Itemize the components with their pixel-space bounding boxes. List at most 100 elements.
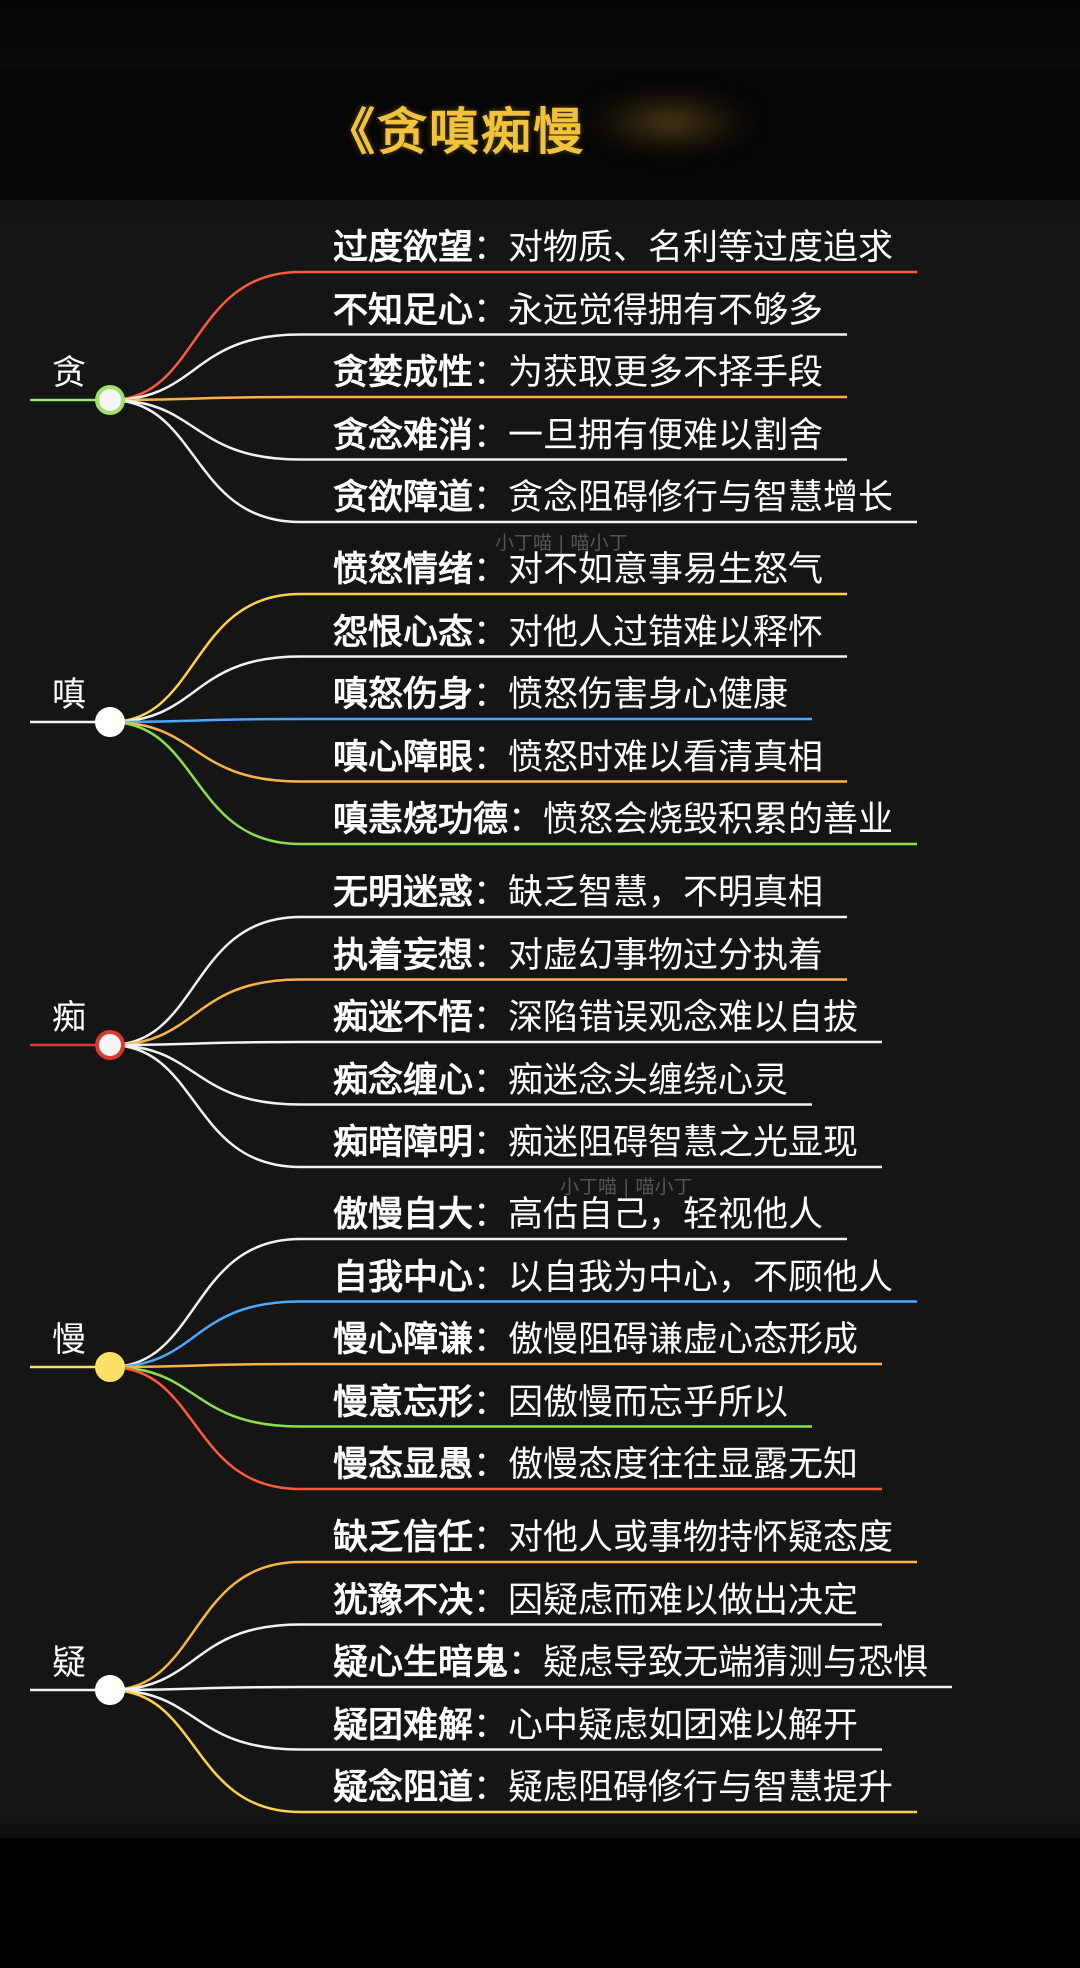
branch-label: 嗔恚烧功德：愤怒会烧毁积累的善业: [333, 795, 893, 845]
branch-label: 痴暗障明：痴迷阻碍智慧之光显现: [333, 1118, 858, 1168]
branch-line: [109, 720, 847, 783]
branch-separator: ：: [473, 935, 509, 976]
branch-term: 痴念缠心: [333, 1060, 474, 1101]
branch-label: 痴念缠心：痴迷念头缠绕心灵: [333, 1056, 788, 1106]
branch-line: [109, 1623, 882, 1692]
branch-line: [109, 717, 812, 724]
branch-separator: ：: [473, 1382, 509, 1423]
branch-description: 对不如意事易生怒气: [508, 550, 824, 590]
branch-line: [109, 1365, 882, 1491]
branch-description: 永远觉得拥有不够多: [508, 290, 824, 331]
branch-line: [109, 655, 847, 724]
branch-term: 痴暗障明: [333, 1123, 474, 1163]
group-node-circle: [95, 385, 125, 415]
branch-separator: ：: [473, 353, 509, 393]
watermark: 小丁喵 | 喵小丁: [495, 532, 628, 554]
branch-label: 嗔心障眼：愤怒时难以看清真相: [333, 733, 823, 783]
branch-term: 愤怒情绪: [333, 550, 474, 590]
branch-line: [109, 978, 847, 1047]
branch-line: [109, 1040, 882, 1047]
branch-term: 缺乏信任: [333, 1518, 474, 1558]
branch-term: 执着妄想: [333, 935, 474, 976]
branch-separator: ：: [473, 415, 509, 456]
branch-term: 痴迷不悟: [333, 998, 474, 1038]
branch-line: [109, 1043, 812, 1106]
branch-label: 贪婪成性：为获取更多不择手段: [333, 348, 823, 398]
branch-description: 一旦拥有便难以割舍: [508, 415, 824, 456]
branch-term: 疑念阻道: [333, 1768, 474, 1808]
branch-description: 以自我为中心，不顾他人: [508, 1257, 894, 1298]
branch-separator: ：: [473, 1580, 509, 1621]
branch-term: 疑心生暗鬼: [333, 1643, 509, 1683]
branch-line: [109, 333, 847, 402]
branch-separator: ：: [473, 1195, 509, 1235]
branch-line: [109, 398, 847, 461]
branch-label: 慢心障谦：傲慢阻碍谦虚心态形成: [333, 1315, 858, 1365]
branch-description: 高估自己，轻视他人: [508, 1195, 824, 1235]
branch-separator: ：: [508, 800, 544, 840]
branch-line: [109, 270, 917, 402]
group-node-circle: [95, 707, 125, 737]
branch-term: 傲慢自大: [333, 1195, 474, 1235]
branch-term: 疑团难解: [333, 1705, 474, 1746]
branch-label: 嗔怒伤身：愤怒伤害身心健康: [333, 670, 788, 720]
group-root-label: 嗔: [52, 675, 86, 715]
branch-separator: ：: [473, 612, 509, 653]
title-band: [0, 70, 1080, 200]
branch-term: 无明迷惑: [333, 873, 474, 913]
branch-term: 怨恨心态: [333, 612, 474, 653]
branch-separator: ：: [473, 1768, 509, 1808]
branch-label: 过度欲望：对物质、名利等过度追求: [333, 223, 893, 273]
branch-separator: ：: [473, 1518, 509, 1558]
branch-separator: ：: [473, 1123, 509, 1163]
group-node-circle: [95, 1675, 125, 1705]
group-root-label: 贪: [52, 353, 86, 393]
branch-description: 因疑虑而难以做出决定: [508, 1580, 859, 1621]
branch-term: 嗔心障眼: [333, 737, 474, 778]
branch-description: 痴迷阻碍智慧之光显现: [508, 1123, 859, 1163]
branch-label: 贪欲障道：贪念阻碍修行与智慧增长: [333, 473, 893, 523]
title-blur-overlay: [585, 86, 755, 158]
branch-term: 嗔恚烧功德: [333, 800, 509, 840]
branch-separator: ：: [473, 1445, 509, 1485]
branch-description: 疑虑导致无端猜测与恐惧: [543, 1643, 929, 1683]
branch-separator: ：: [473, 1257, 509, 1298]
branch-label: 自我中心：以自我为中心，不顾他人: [333, 1253, 893, 1303]
branch-label: 无明迷惑：缺乏智慧，不明真相: [333, 868, 823, 918]
branch-line: [109, 1237, 847, 1369]
branch-line: [109, 592, 847, 724]
branch-label: 不知足心：永远觉得拥有不够多: [333, 286, 823, 336]
branch-separator: ：: [473, 737, 509, 778]
branch-separator: ：: [473, 478, 509, 518]
branch-label: 痴迷不悟：深陷错误观念难以自拔: [333, 993, 858, 1043]
group-node-circle: [95, 1030, 125, 1060]
branch-description: 疑虑阻碍修行与智慧提升: [508, 1768, 894, 1808]
branch-label: 贪念难消：一旦拥有便难以割舍: [333, 411, 823, 461]
branch-description: 傲慢阻碍谦虚心态形成: [508, 1320, 859, 1360]
branch-separator: ：: [473, 1705, 509, 1746]
branch-description: 愤怒时难以看清真相: [508, 737, 824, 778]
branch-line: [109, 720, 917, 846]
branch-description: 愤怒伤害身心健康: [508, 675, 789, 715]
branch-description: 对他人过错难以释怀: [508, 612, 824, 653]
branch-line: [109, 1688, 882, 1751]
branch-description: 对物质、名利等过度追求: [508, 228, 894, 268]
branch-label: 慢意忘形：因傲慢而忘乎所以: [333, 1378, 788, 1428]
group-root-label: 慢: [52, 1320, 86, 1360]
bottom-band: [0, 1838, 1080, 1968]
branch-line: [109, 1043, 882, 1169]
group-root-label: 疑: [52, 1643, 86, 1683]
branch-term: 不知足心: [333, 290, 474, 331]
branch-line: [109, 395, 847, 402]
branch-line: [109, 915, 847, 1047]
branch-term: 慢心障谦: [333, 1320, 474, 1360]
branch-description: 缺乏智慧，不明真相: [508, 873, 824, 913]
branch-term: 慢态显愚: [333, 1445, 474, 1485]
branch-label: 缺乏信任：对他人或事物持怀疑态度: [333, 1513, 893, 1563]
branch-line: [109, 1560, 917, 1692]
branch-description: 深陷错误观念难以自拔: [508, 998, 859, 1038]
branch-separator: ：: [473, 290, 509, 331]
branch-line: [109, 1688, 917, 1814]
branch-term: 过度欲望: [333, 228, 474, 268]
